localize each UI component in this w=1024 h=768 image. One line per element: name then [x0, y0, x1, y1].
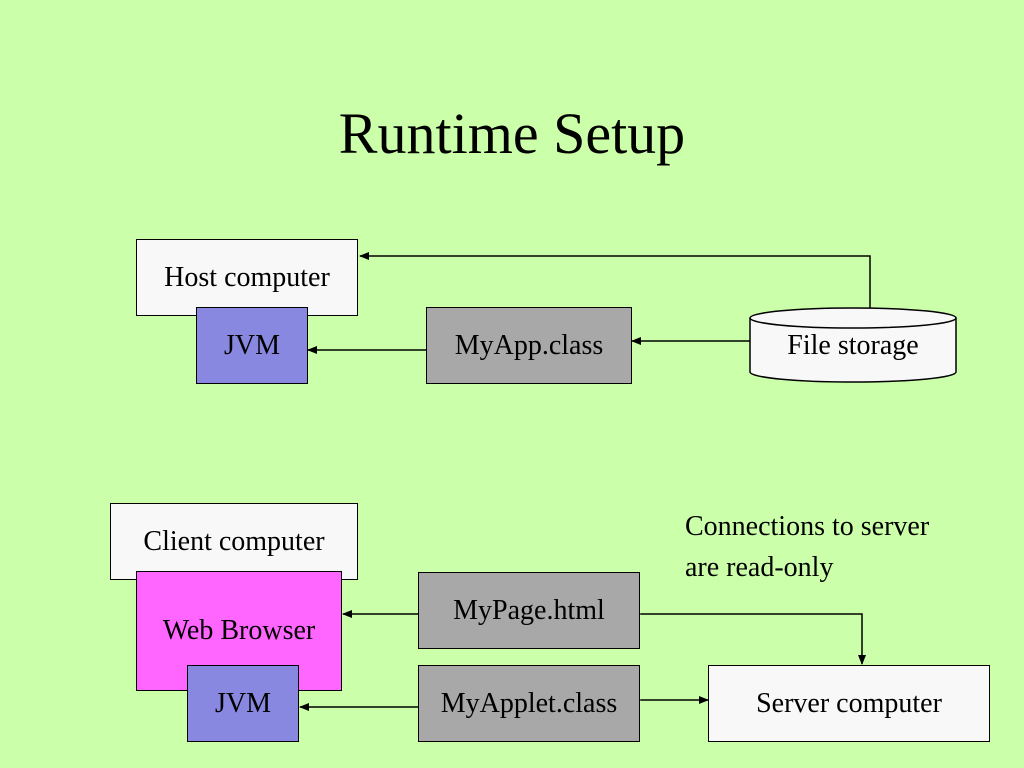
client-jvm-box: JVM: [187, 665, 299, 742]
myapplet-class-box: MyApplet.class: [418, 665, 640, 742]
note-line-2: are read-only: [685, 552, 834, 583]
myapp-class-box: MyApp.class: [426, 307, 632, 384]
file-storage-label: File storage: [787, 330, 919, 361]
host-computer-box: Host computer: [136, 239, 358, 316]
storage-host-connector: [359, 252, 874, 319]
server-computer-box: Server computer: [708, 665, 990, 742]
file-storage-cylinder: [749, 307, 957, 383]
host-jvm-box: JVM: [196, 307, 308, 384]
mypage-html-box: MyPage.html: [418, 572, 640, 649]
read-only-note: Connections to server are read-only: [685, 506, 929, 588]
slide-title: Runtime Setup: [338, 101, 686, 166]
client-computer-box: Client computer: [110, 503, 358, 580]
note-line-1: Connections to server: [685, 511, 930, 542]
web-browser-label: Web Browser: [162, 615, 316, 646]
page-server-connector: [632, 610, 866, 665]
